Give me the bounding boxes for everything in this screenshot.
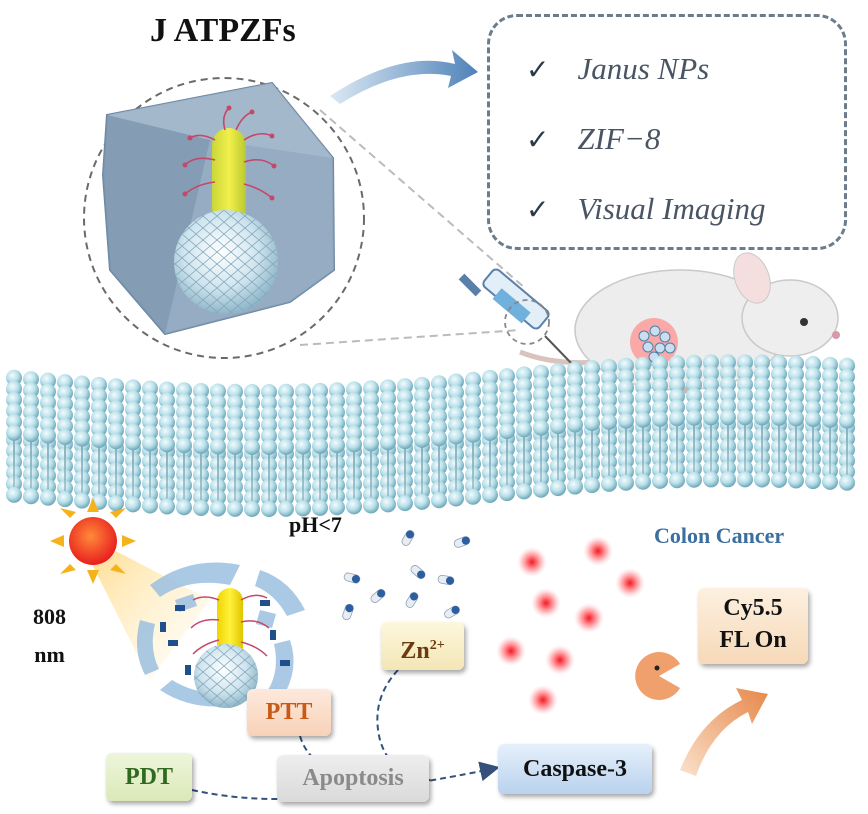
check-icon: ✓ [526,55,550,86]
wavelength-unit: nm [34,642,65,667]
zinc-symbol: Zn [400,638,430,664]
pdt-tag: PDT [106,753,192,801]
ptt-tag: PTT [247,689,331,736]
ph-label: pH<7 [289,512,342,537]
caspase-tag: Caspase-3 [498,744,652,794]
wavelength-value: 808 [33,604,66,629]
wavelength-label: 808 nm [33,598,66,674]
feature-label: Janus NPs [577,51,710,86]
feature-label: ZIF−8 [577,121,661,156]
feature-item: ✓ Visual Imaging [526,191,765,227]
zinc-charge: 2+ [429,638,445,653]
feature-item: ✓ Janus NPs [526,51,709,87]
caspase-pacman-icon [635,652,680,700]
cy55-tag: Cy5.5 FL On [698,588,808,664]
feature-item: ✓ ZIF−8 [526,121,660,157]
curved-arrow [330,50,478,104]
degrading-nanoparticle [136,562,305,708]
drug-capsules [342,530,471,621]
feature-box: ✓ Janus NPs ✓ ZIF−8 ✓ Visual Imaging [487,14,847,250]
zinc-ion-tag: Zn2+ [381,622,464,670]
page-title: J ATPZFs [150,12,296,49]
colon-cancer-label: Colon Cancer [654,523,785,548]
check-icon: ✓ [526,195,550,226]
syringe-illustration [458,268,573,365]
nanoparticle-zoom-circle [83,77,365,359]
lipid-bilayer-membrane [6,354,855,517]
feature-label: Visual Imaging [577,191,766,226]
laser-sun-icon [50,498,210,680]
fluorescence-dots [496,536,645,715]
apoptosis-tag: Apoptosis [277,755,429,802]
cy55-line2: FL On [719,627,787,653]
zoom-connector-lines [299,109,526,346]
activation-arrow [680,688,768,776]
cy55-line1: Cy5.5 [723,595,783,621]
check-icon: ✓ [526,125,550,156]
